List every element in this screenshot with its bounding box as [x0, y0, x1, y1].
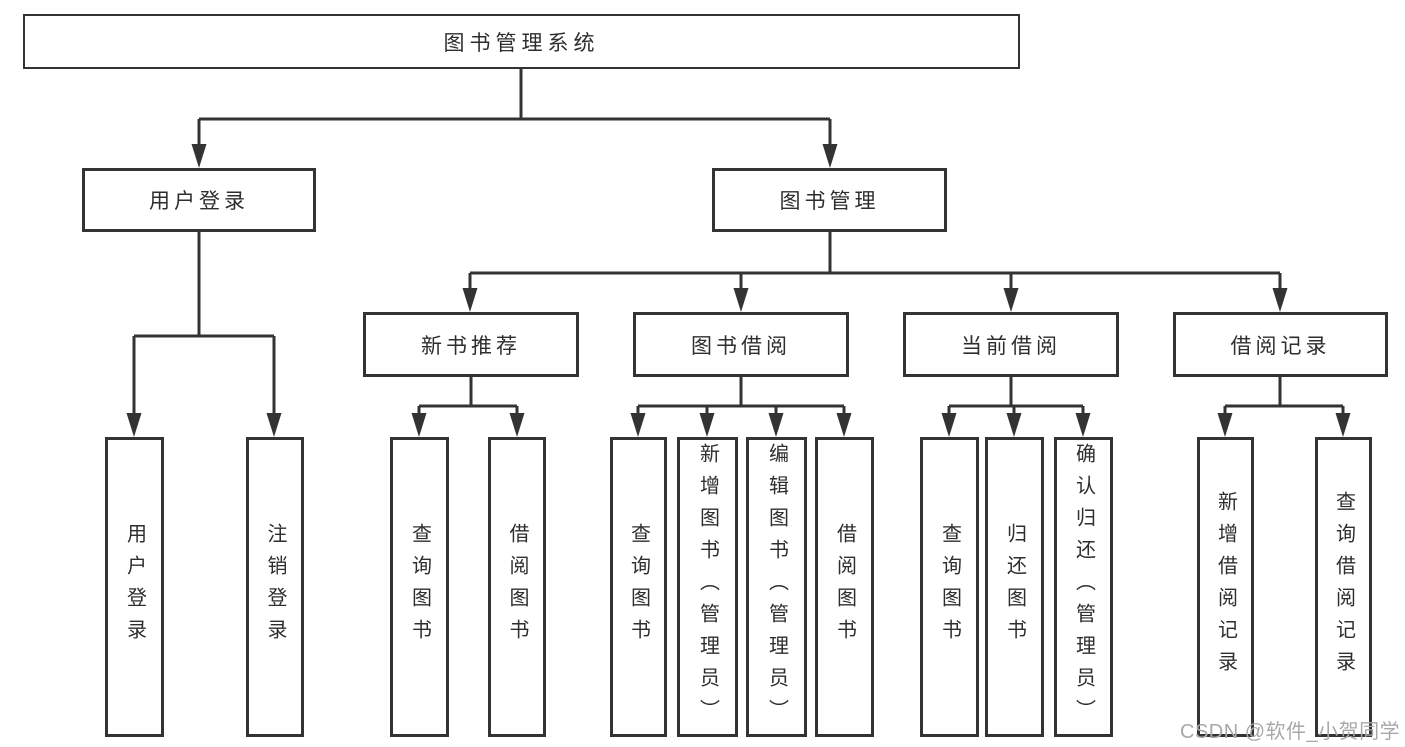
connector-path: [1223, 377, 1345, 416]
connector-path: [947, 377, 1085, 416]
arrowhead-down-icon: [822, 144, 838, 168]
node-label: 当前借阅: [961, 334, 1061, 358]
connector-path: [132, 232, 276, 416]
node-label: 用户登录: [149, 190, 249, 213]
arrowhead-down-icon: [509, 413, 525, 437]
node-return-book: 归还图书: [985, 437, 1044, 737]
node-label: 确认归还（管理员）: [1072, 443, 1095, 731]
node-query-borrow-record: 查询借阅记录: [1315, 437, 1372, 737]
arrowhead-down-icon: [191, 144, 207, 168]
connector-path: [636, 377, 846, 416]
node-user-login-action: 用户登录: [105, 437, 164, 737]
arrowhead-down-icon: [266, 413, 282, 437]
node-label: 查询图书: [627, 523, 650, 651]
node-book-management: 图书管理: [712, 168, 947, 232]
arrowhead-down-icon: [1335, 413, 1351, 437]
node-logout-action: 注销登录: [246, 437, 304, 737]
node-label: 查询借阅记录: [1332, 491, 1355, 683]
node-label: 新增图书（管理员）: [696, 443, 719, 731]
node-label: 图书管理系统: [443, 31, 600, 55]
node-query-books-borrowing: 查询图书: [610, 437, 667, 737]
node-label: 借阅图书: [506, 523, 528, 651]
node-label: 图书借阅: [691, 334, 791, 358]
node-library-management-system: 图书管理系统: [23, 14, 1020, 69]
arrowhead-down-icon: [699, 413, 715, 437]
arrowhead-down-icon: [630, 413, 646, 437]
arrowhead-down-icon: [126, 413, 142, 437]
node-edit-book-admin: 编辑图书（管理员）: [746, 437, 807, 737]
node-borrow-books-recommend: 借阅图书: [488, 437, 546, 737]
node-label: 借阅记录: [1230, 334, 1331, 358]
node-new-book-recommendation: 新书推荐: [363, 312, 579, 377]
node-label: 新增借阅记录: [1214, 491, 1237, 683]
arrowhead-down-icon: [941, 413, 957, 437]
node-label: 归还图书: [1003, 523, 1026, 651]
arrowhead-down-icon: [836, 413, 852, 437]
node-query-books-current: 查询图书: [920, 437, 979, 737]
arrowhead-down-icon: [768, 413, 784, 437]
connector-path: [417, 377, 519, 416]
node-add-book-admin: 新增图书（管理员）: [677, 437, 738, 737]
csdn-watermark: CSDN @软件_小贺同学: [1180, 721, 1401, 743]
node-label: 借阅图书: [833, 523, 856, 651]
node-label: 新书推荐: [421, 334, 521, 358]
arrowhead-down-icon: [1003, 288, 1019, 312]
connector-path: [468, 232, 1282, 291]
node-confirm-return-admin: 确认归还（管理员）: [1054, 437, 1113, 737]
node-borrow-books-borrowing: 借阅图书: [815, 437, 874, 737]
connector-path: [197, 69, 832, 147]
node-label: 图书管理: [779, 190, 880, 213]
node-user-login: 用户登录: [82, 168, 316, 232]
arrowhead-down-icon: [1217, 413, 1233, 437]
arrowhead-down-icon: [1272, 288, 1288, 312]
arrowhead-down-icon: [462, 288, 478, 312]
node-label: 编辑图书（管理员）: [765, 443, 788, 731]
node-label: 查询图书: [938, 523, 961, 651]
arrowhead-down-icon: [1075, 413, 1091, 437]
node-borrowing-records: 借阅记录: [1173, 312, 1388, 377]
arrowhead-down-icon: [1006, 413, 1022, 437]
node-current-borrowing: 当前借阅: [903, 312, 1119, 377]
arrowhead-down-icon: [733, 288, 749, 312]
node-add-borrow-record: 新增借阅记录: [1197, 437, 1254, 737]
node-label: 用户登录: [123, 523, 146, 651]
node-label: 注销登录: [264, 523, 286, 651]
node-book-borrowing: 图书借阅: [633, 312, 849, 377]
node-label: 查询图书: [408, 523, 431, 651]
arrowhead-down-icon: [411, 413, 427, 437]
node-query-books-recommend: 查询图书: [390, 437, 449, 737]
